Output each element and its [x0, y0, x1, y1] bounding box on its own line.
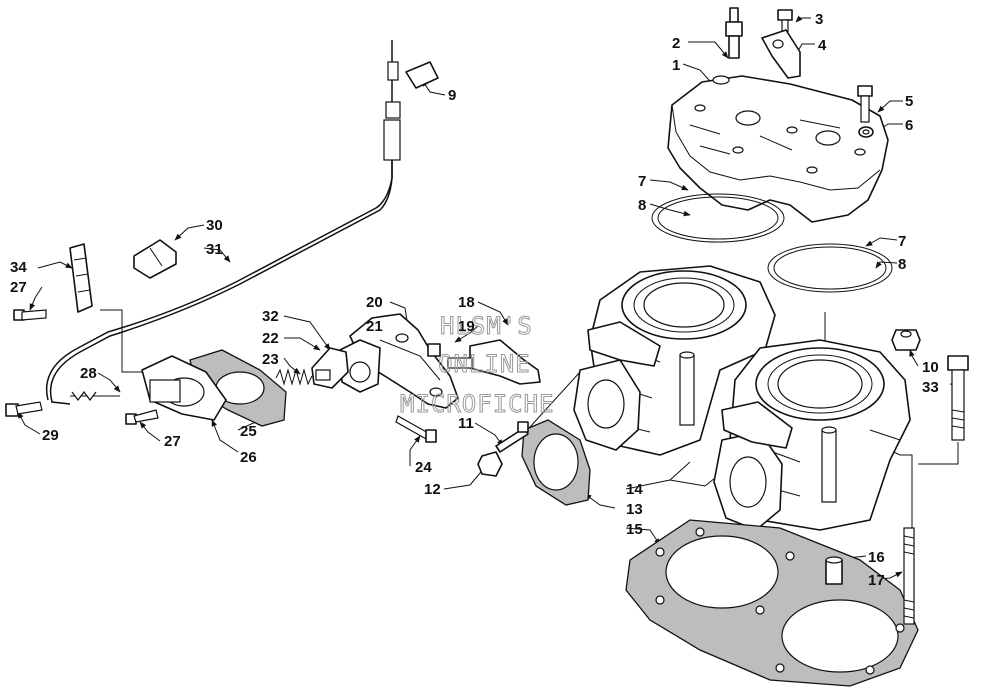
valve-19: [427, 343, 441, 357]
o-rings-lower: [767, 243, 893, 293]
callout-22: 22: [262, 330, 279, 347]
bolt-33: [947, 355, 969, 441]
o-rings-upper: [651, 193, 785, 243]
callout-27-lower: 27: [164, 433, 181, 450]
valve-cover-21: [339, 339, 381, 393]
callout-4: 4: [818, 37, 827, 54]
bolt-27-lower: [125, 409, 159, 425]
stud-17: [903, 527, 915, 625]
stud-front: [821, 426, 837, 503]
valve-housing: [349, 313, 459, 409]
clip-28: [70, 391, 120, 401]
callout-29: 29: [42, 427, 59, 444]
callout-14: 14: [626, 481, 643, 498]
callout-11: 11: [458, 415, 474, 432]
bolt-11: [495, 421, 529, 453]
callout-28: 28: [80, 365, 97, 382]
exhaust-port-front: [713, 431, 783, 531]
callout-19: 19: [458, 318, 475, 335]
cable-stop-9: [405, 61, 439, 89]
callout-3: 3: [815, 11, 823, 28]
bellows-23: [311, 347, 349, 389]
callout-8-lower: 8: [898, 256, 906, 273]
callout-27-upper: 27: [10, 279, 27, 296]
flange-gasket-25: [189, 349, 287, 427]
callout-34: 34: [10, 259, 27, 276]
callout-33: 33: [922, 379, 939, 396]
callout-5: 5: [905, 93, 913, 110]
bolt-5: [857, 85, 873, 123]
callout-labels: 1 2 3 4 5 6 7 8 7 8 9 10 11 12 13 14 15 …: [10, 11, 939, 589]
callout-8-upper: 8: [638, 197, 646, 214]
callout-16: 16: [868, 549, 885, 566]
callout-26: 26: [240, 449, 257, 466]
svg-text:ONLINE: ONLINE: [438, 350, 531, 378]
spark-plug: [725, 7, 743, 59]
bracket-34: [69, 243, 93, 313]
flange-26: [141, 355, 227, 421]
watermark: HLSM'S ONLINE MICROFICHE: [400, 312, 555, 419]
bolt-27-upper: [13, 309, 47, 321]
callout-2: 2: [672, 35, 680, 52]
lifting-bracket: [761, 29, 801, 79]
svg-text:HLSM'S: HLSM'S: [440, 312, 533, 340]
svg-text:MICROFICHE: MICROFICHE: [400, 390, 555, 418]
grommet-30: [133, 239, 177, 279]
dowel-16: [825, 556, 843, 585]
callout-6: 6: [905, 117, 913, 134]
callout-24: 24: [415, 459, 432, 476]
exhaust-port-rear: [573, 359, 641, 451]
exhaust-gasket: [521, 419, 591, 506]
callout-20: 20: [366, 294, 383, 311]
cable-31: [45, 40, 401, 405]
callout-23: 23: [262, 351, 279, 368]
callout-15: 15: [626, 521, 643, 538]
callout-7-upper: 7: [638, 173, 646, 190]
cylinder-head: [667, 75, 889, 223]
callout-9: 9: [448, 87, 456, 104]
exhaust-valve-18: [447, 339, 541, 385]
base-gasket: [625, 519, 919, 687]
bolt-3: [777, 9, 793, 33]
callout-25: 25: [240, 423, 257, 440]
callout-7-lower: 7: [898, 233, 906, 250]
callout-1: 1: [672, 57, 680, 74]
callout-18: 18: [458, 294, 475, 311]
screw-24: [395, 415, 437, 443]
nut-10: [891, 329, 921, 351]
intake-front: [721, 401, 793, 449]
callout-10: 10: [922, 359, 939, 376]
callout-13: 13: [626, 501, 643, 518]
nut-12: [477, 451, 503, 477]
spring-22: [275, 368, 313, 386]
screw-29: [5, 401, 43, 417]
stud-rear: [679, 351, 695, 426]
callout-17: 17: [868, 572, 885, 589]
callout-32: 32: [262, 308, 279, 325]
callout-31: 31: [206, 241, 223, 258]
washer-6: [858, 126, 874, 138]
intake-rear: [587, 321, 661, 367]
callout-30: 30: [206, 217, 223, 234]
callout-21: 21: [366, 318, 383, 335]
callout-12: 12: [424, 481, 441, 498]
